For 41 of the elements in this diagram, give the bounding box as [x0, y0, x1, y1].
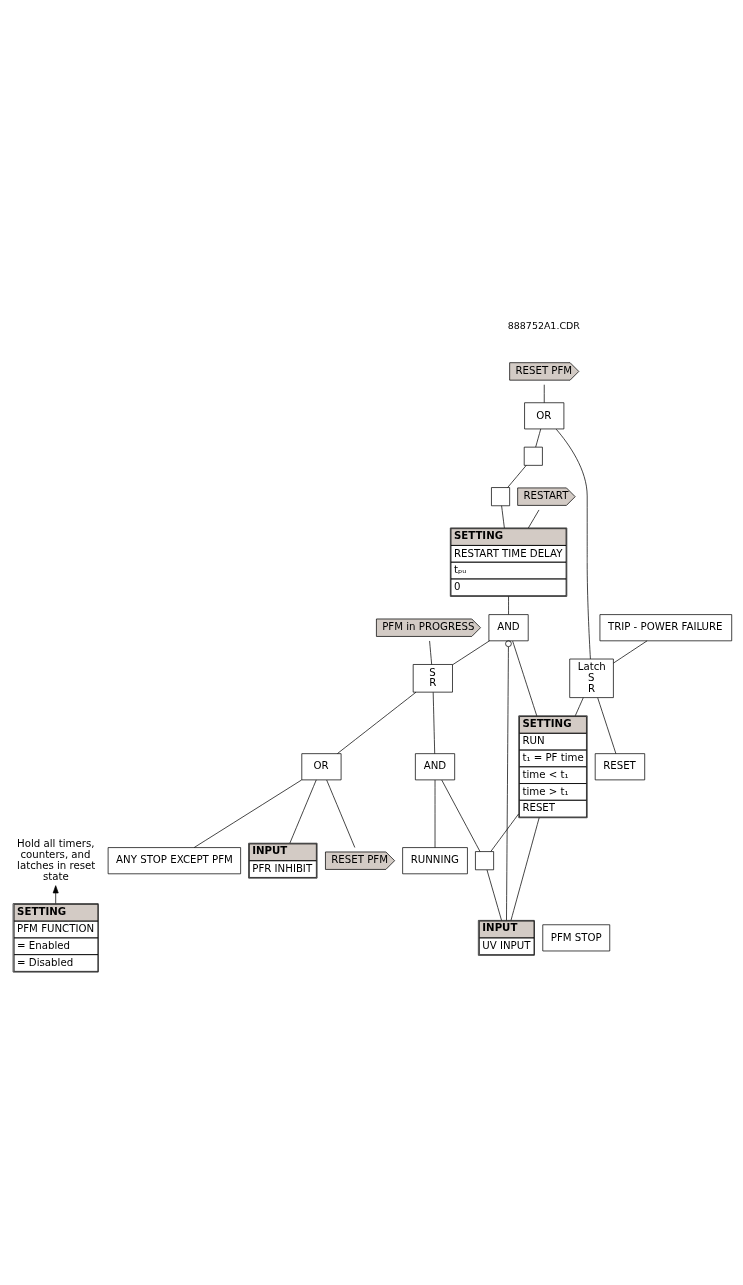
node-box: S R	[412, 663, 453, 692]
connector	[505, 639, 512, 921]
connector	[597, 697, 617, 754]
connector	[441, 779, 481, 852]
connector	[432, 691, 436, 754]
connector	[574, 696, 584, 716]
connector	[507, 464, 527, 488]
connector	[501, 504, 505, 528]
node-box: AND	[488, 613, 529, 641]
connector	[543, 383, 545, 403]
connector	[486, 869, 502, 921]
connector	[528, 509, 540, 528]
connector	[508, 595, 509, 615]
connector	[429, 640, 433, 665]
node-box: TRIP - POWER FAILURE	[599, 613, 733, 641]
node-box: AND	[415, 752, 456, 780]
connector	[512, 640, 538, 716]
connector	[193, 779, 303, 848]
connector	[535, 428, 542, 447]
node-box: PFM STOP	[542, 923, 611, 951]
node-box: RESET	[594, 752, 646, 780]
node-box: OR	[524, 401, 565, 429]
connector	[337, 691, 417, 754]
label: 888752A1.CDR	[507, 319, 580, 331]
node-box: ANY STOP EXCEPT PFM	[107, 846, 241, 874]
connector	[490, 813, 519, 852]
connector	[510, 816, 540, 921]
connector	[289, 779, 317, 843]
connector	[452, 639, 490, 665]
connector	[555, 428, 591, 659]
node-box: RUNNING	[402, 846, 468, 874]
node-box	[475, 850, 494, 870]
node-box: OR	[301, 752, 342, 780]
connector	[613, 639, 648, 663]
arrow	[52, 884, 59, 904]
node-text: Hold all timers, counters, and latches in reset state	[17, 837, 96, 882]
connector	[434, 779, 436, 848]
node-box: Latch S R	[569, 658, 614, 698]
connector	[326, 779, 356, 848]
node-box	[523, 446, 543, 466]
node-box	[491, 486, 510, 506]
